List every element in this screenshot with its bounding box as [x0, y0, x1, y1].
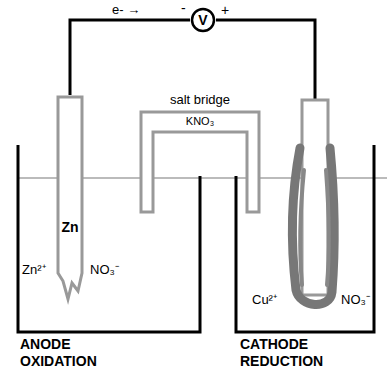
electrode-name: ANODE: [20, 336, 71, 352]
salt-bridge-tube: [141, 112, 259, 212]
terminal-sign: +: [221, 2, 229, 18]
zinc-electrode-outline: [58, 97, 82, 299]
salt-bridge-shape: [133, 92, 267, 212]
zinc-electrode: Zn: [56, 95, 84, 300]
wire: [70, 20, 190, 95]
cathode-wire: [216, 20, 315, 100]
process-name: REDUCTION: [240, 353, 323, 369]
copper-deposit: [293, 148, 335, 305]
anode-beaker: [18, 145, 200, 332]
ion-label: Cu²⁺: [252, 292, 277, 308]
voltmeter: V: [190, 7, 216, 33]
electrolyte-formula: KNO₃: [186, 114, 214, 128]
zinc-electrode-shape: [56, 95, 84, 300]
voltmeter-circle: [192, 9, 214, 31]
electrode-label: Zn: [61, 219, 78, 235]
salt-bridge: salt bridgeKNO₃: [133, 92, 267, 212]
copper-deposit-inner: [300, 170, 329, 285]
voltmeter-symbol: V: [198, 12, 207, 28]
ion-label: Zn²⁺: [22, 262, 46, 278]
electron-flow: e- →: [112, 2, 140, 18]
copper-electrode: [302, 100, 328, 295]
electrode-name: CATHODE: [240, 336, 308, 352]
ion-label: NO₃⁻: [341, 292, 370, 308]
ion-label: NO₃⁻: [90, 262, 119, 278]
salt-bridge-label: salt bridge: [170, 92, 230, 108]
terminal-sign: -: [181, 0, 186, 16]
process-name: OXIDATION: [20, 353, 97, 369]
